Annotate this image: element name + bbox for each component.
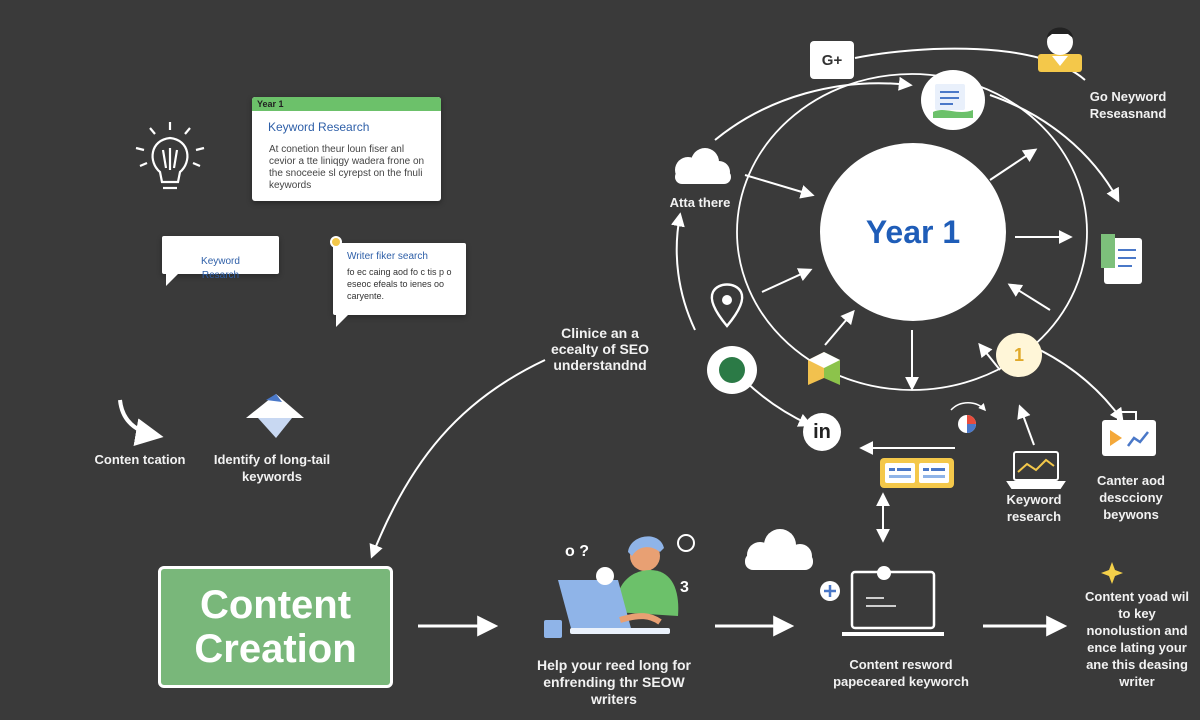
document-icon — [1101, 234, 1142, 284]
sparkle-icon — [1101, 562, 1123, 584]
paper-plane-icon — [246, 394, 304, 438]
avatar-icon — [1038, 27, 1082, 72]
content-keyword-text: Content resword papeceared keyworch — [833, 657, 969, 689]
content-creation-label: Conten tcation — [94, 452, 186, 467]
hub-title: Year 1 — [865, 213, 961, 250]
clinice-label: Clinice an a ecealty of SEO understandnd — [550, 325, 650, 373]
number-one-badge[interactable]: 1 — [996, 333, 1042, 377]
bubble-tail — [336, 313, 350, 327]
video-folder-icon — [1102, 411, 1156, 456]
gplus-icon[interactable]: G+ — [810, 41, 854, 79]
writer-search-bubble: Writer fiker search fo ec caing aod fo c… — [333, 243, 466, 315]
outer-ring-arc-left — [671, 212, 696, 331]
chart-card-icon — [880, 458, 954, 488]
keyword-research-card: Year 1 Keyword Research At conetion theu… — [252, 97, 441, 201]
clinice-to-content-curve — [369, 359, 546, 559]
help-writers-text: Help your reed long for enfrending thr S… — [536, 657, 691, 707]
yellow-dot-icon — [330, 236, 342, 248]
cube-icon — [808, 352, 840, 385]
person-laptop-illustration — [544, 536, 679, 638]
question-glyph: o ? — [565, 543, 589, 560]
lightbulb-icon — [135, 122, 205, 190]
outer-ring-arc-top — [714, 76, 913, 141]
content-desc-label: Canter aod descciony beywons — [1097, 473, 1165, 522]
monitor-icon — [842, 570, 944, 636]
document-circle-icon[interactable] — [921, 70, 985, 130]
globe-fill — [719, 357, 745, 383]
location-pin-icon — [710, 283, 744, 328]
atta-there-label: Atta there — [669, 195, 731, 210]
content-creation-box[interactable]: Content Creation — [158, 566, 393, 688]
final-writer-text: Content yoad wil to key nonolustion and … — [1085, 589, 1189, 689]
writer-title: Writer fiker search — [347, 251, 428, 262]
webcam-dot — [877, 566, 891, 580]
card-body: At conetion theur loun fiser anl cevior … — [269, 144, 425, 191]
card-year-tag: Year 1 — [252, 97, 441, 111]
gauge-icon — [677, 534, 695, 552]
year-hub: Year 1 — [820, 143, 1006, 321]
doc-lines-icon — [933, 84, 973, 118]
long-tail-label: Identify of long-tail keywords — [213, 452, 331, 484]
keyword-research-label: Keyword research — [1006, 492, 1062, 524]
pie-chart-icon — [950, 401, 987, 433]
cloud-icon — [745, 529, 813, 570]
globe-icon[interactable] — [707, 346, 757, 394]
content-creation-title: Content Creation — [194, 583, 357, 671]
outer-ring-arc-bottom — [741, 377, 813, 427]
bubble-text: Keyword Resarch — [201, 256, 240, 281]
writer-body: fo ec caing aod fo c tis p o eseoc efeal… — [347, 267, 452, 301]
outer-ring-arc-bottomright — [1039, 349, 1124, 423]
keyword-research-bubble: Keyword Resarch — [162, 236, 279, 281]
linkedin-icon[interactable]: in — [803, 413, 841, 451]
cloud-icon — [675, 148, 731, 184]
card-title: Keyword Research — [268, 120, 370, 134]
three-glyph: 3 — [680, 579, 689, 596]
curved-arrow — [118, 399, 164, 446]
go-keyword-label: Go Neyword Reseasnand — [1089, 89, 1167, 121]
outer-ring-arc-right — [989, 94, 1120, 203]
laptop-chart-icon — [1006, 451, 1066, 489]
bubble-tail — [166, 272, 180, 286]
